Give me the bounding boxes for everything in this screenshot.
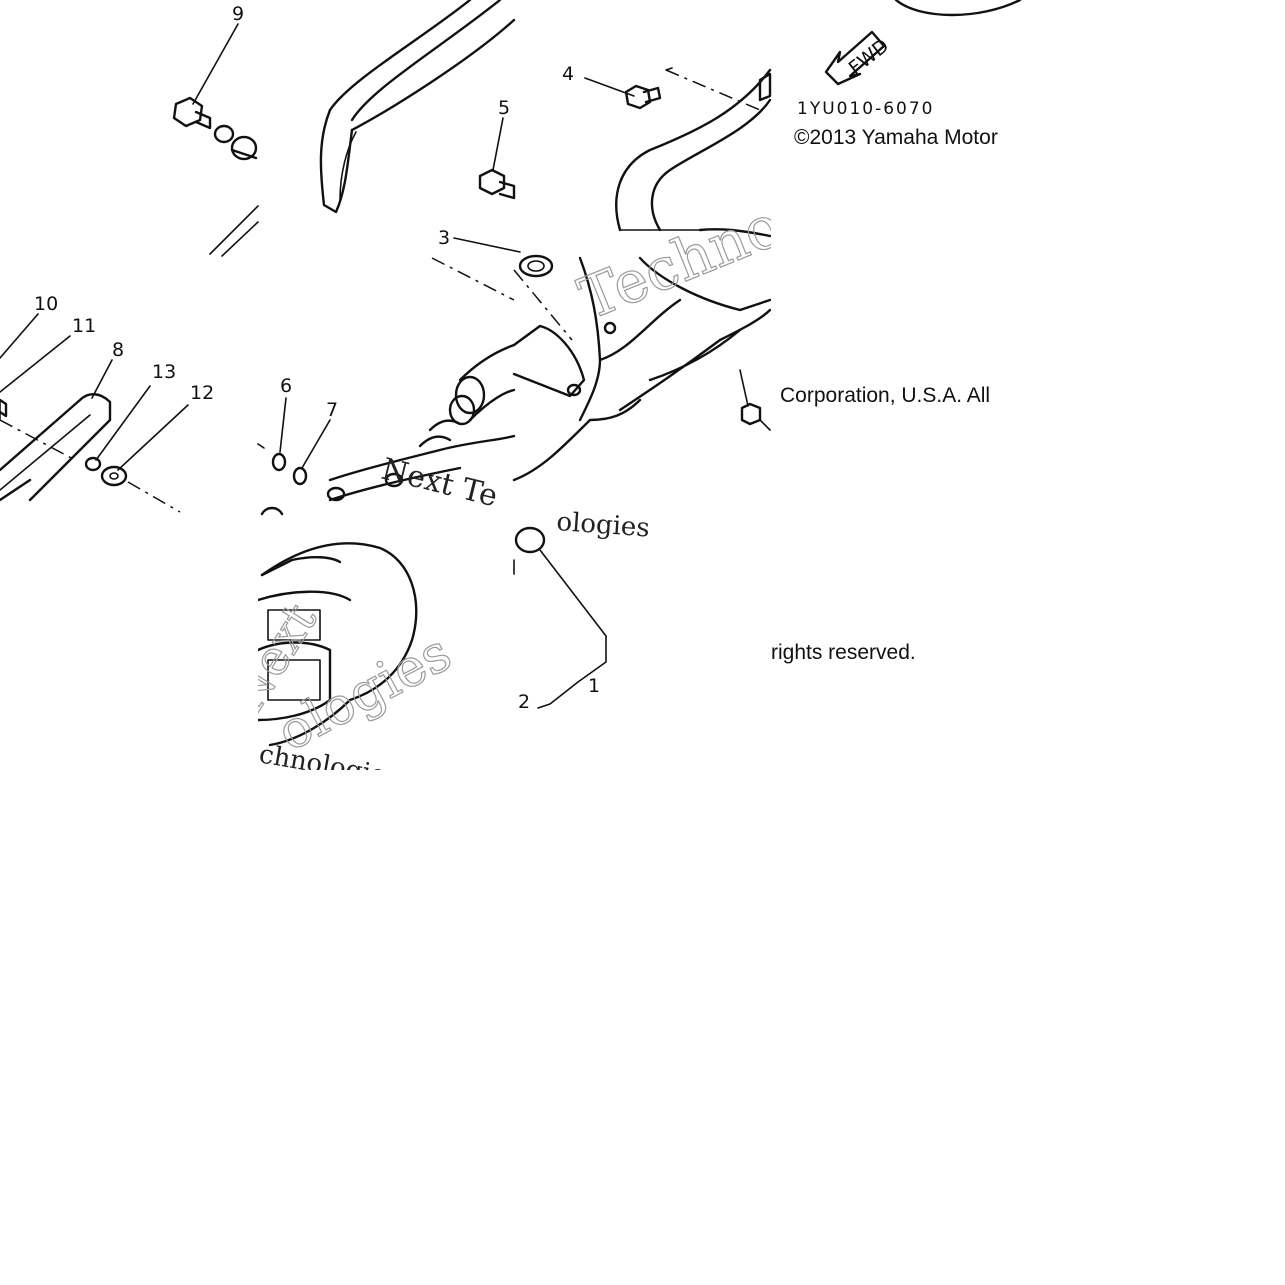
watermark-next-te: Next Te (378, 452, 501, 514)
bolt-9-group (172, 23, 259, 257)
heat-guard-lower (0, 393, 112, 502)
bolt-4-group (584, 67, 761, 111)
copyright-line-2: Corporation, U.S.A. All (780, 384, 991, 408)
upper-part-edge (894, 0, 1022, 17)
callout-12: 12 (190, 382, 214, 404)
callout-5: 5 (498, 97, 510, 119)
muffler-flange-bracket (512, 256, 772, 482)
muffler-connector (260, 343, 516, 516)
watermark-ologies-1: ologies (556, 507, 651, 543)
leader-8 (91, 359, 113, 399)
leader-11 (0, 335, 71, 393)
copyright-line-3: rights reserved. (771, 641, 916, 665)
callout-10: 10 (34, 293, 58, 315)
muffler-body (256, 542, 418, 747)
watermark-techno: Techno (570, 191, 791, 333)
fwd-label: FWD (845, 35, 894, 80)
diagram-code: 1YU010-6070 (797, 99, 935, 119)
washer-13-group (84, 385, 151, 472)
washer-12-group (100, 404, 189, 513)
tile-gap (0, 514, 258, 1285)
fwd-direction-arrow: FWD (824, 30, 894, 86)
callout-3: 3 (438, 227, 450, 249)
callout-13: 13 (152, 361, 176, 383)
callout-7: 7 (326, 399, 338, 421)
tile-gap (514, 710, 771, 770)
bolt-bottom-right (739, 369, 771, 431)
bolt-5-group (478, 117, 516, 200)
callout-4: 4 (562, 63, 574, 85)
callout-2: 2 (518, 691, 530, 713)
tile-gap (0, 0, 170, 257)
gasket-3-group (431, 237, 573, 341)
tile-gap (258, 770, 1285, 1285)
nut-6-group (257, 397, 287, 472)
tile-gap (1028, 0, 1285, 770)
leaders-1-2 (513, 526, 607, 709)
callout-11: 11 (72, 315, 96, 337)
nut-7-group (292, 419, 331, 486)
callout-6: 6 (280, 375, 292, 397)
callout-9: 9 (232, 3, 244, 25)
exhaust-pipe (615, 68, 772, 238)
callout-8: 8 (112, 339, 124, 361)
callout-1: 1 (588, 675, 600, 697)
copyright-line-1: ©2013 Yamaha Motor (794, 126, 998, 150)
heat-guard-upper (319, 0, 516, 214)
leader-10 (0, 313, 39, 359)
